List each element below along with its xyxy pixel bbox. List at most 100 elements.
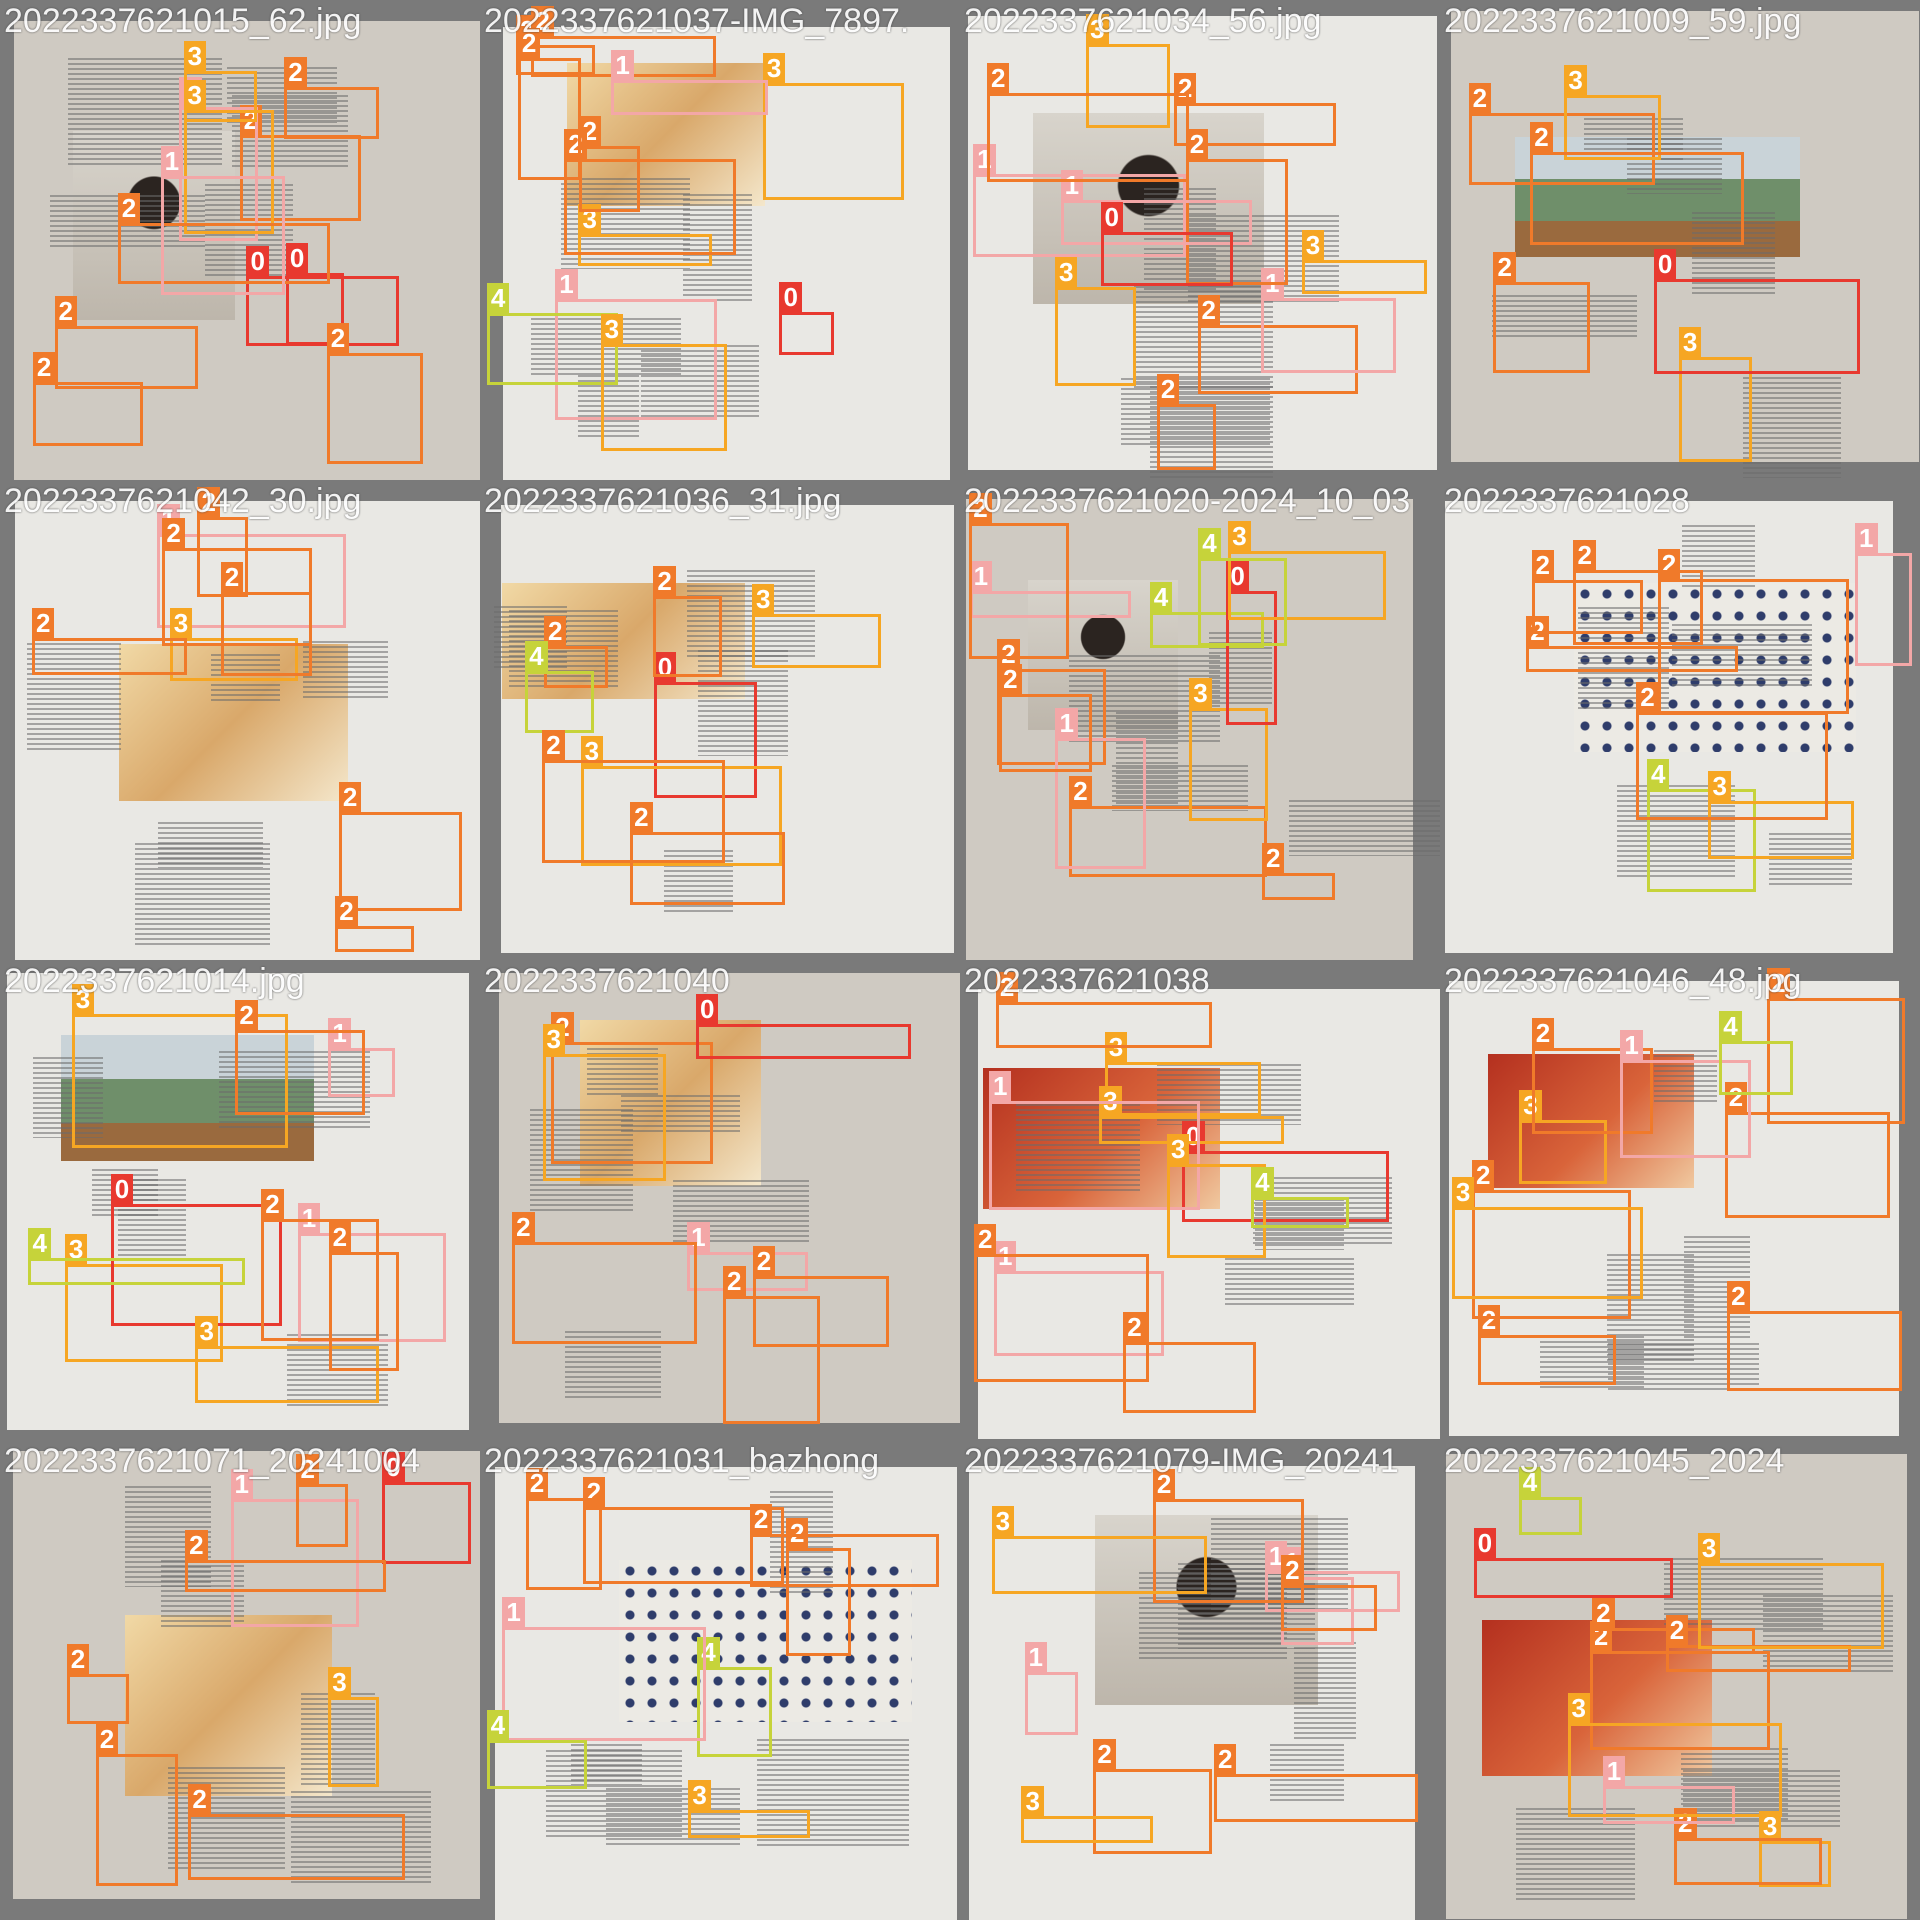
class-label: 2 [997, 639, 1020, 670]
class-label: 0 [1100, 202, 1123, 233]
class-label: 2 [1727, 1280, 1750, 1311]
detection-box-class-2: 2 [1281, 1555, 1378, 1632]
text-block [683, 194, 753, 304]
detection-box-class-3: 3 [183, 80, 275, 234]
class-label: 1 [230, 1469, 253, 1500]
class-label: 2 [1636, 682, 1659, 713]
class-label: 1 [611, 49, 634, 80]
class-label: 3 [688, 1780, 711, 1811]
text-block [1252, 1176, 1393, 1247]
text-block [1682, 525, 1756, 588]
detection-box-class-3: 3 [1301, 230, 1427, 295]
detection-box-class-4: 4 [1149, 581, 1265, 648]
text-block [578, 374, 639, 440]
detection-box-class-2: 2 [1665, 1614, 1851, 1673]
detection-box-class-1: 1 [160, 146, 286, 295]
class-label: 1 [297, 1203, 321, 1234]
detection-box-class-1: 1 [1602, 1756, 1736, 1824]
text-block [529, 1108, 633, 1212]
class-label: 3 [578, 204, 601, 235]
class-label: 4 [525, 641, 548, 672]
detection-box-class-3: 3 [1564, 65, 1662, 161]
tile-filename: 2022337621038 [964, 962, 1210, 1000]
detection-box-class-2: 2 [512, 1211, 698, 1344]
detection-box-class-3: 3 [1567, 1693, 1783, 1818]
text-block [300, 1692, 375, 1786]
text-block [1607, 1342, 1760, 1391]
tile-filename: 2022337621031_bazhong [484, 1442, 880, 1480]
detection-box-class-2: 2 [974, 1223, 1149, 1383]
detection-box-class-4: 4 [1198, 527, 1287, 646]
text-block [1762, 1595, 1894, 1675]
class-label: 3 [1301, 230, 1325, 261]
text-block [1288, 799, 1440, 856]
detection-box-class-3: 3 [751, 584, 881, 668]
detection-box-class-1: 1 [1620, 1029, 1752, 1158]
class-label: 4 [486, 283, 510, 314]
text-block [586, 1043, 659, 1096]
detection-box-class-0: 0 [1653, 249, 1861, 374]
class-label: 2 [1531, 1018, 1555, 1049]
detection-box-class-0: 0 [779, 281, 834, 355]
class-label: 3 [1086, 13, 1109, 44]
detection-box-class-2: 2 [1123, 1311, 1257, 1414]
class-label: 0 [285, 243, 309, 274]
class-label: 1 [988, 1070, 1012, 1101]
class-label: 2 [1493, 252, 1516, 283]
class-label: 3 [580, 736, 604, 767]
detection-box-class-0: 0 [695, 993, 912, 1059]
detection-box-class-3: 3 [580, 736, 783, 867]
class-label: 2 [1573, 540, 1596, 571]
detection-box-class-2: 2 [326, 323, 423, 464]
text-block [158, 822, 263, 869]
class-label: 2 [1767, 968, 1790, 999]
class-label: 3 [1054, 257, 1078, 288]
class-label: 4 [28, 1228, 51, 1259]
text-block [287, 1333, 388, 1409]
class-label: 2 [1214, 1743, 1237, 1774]
text-block [756, 1738, 909, 1846]
class-label: 2 [66, 1643, 90, 1674]
class-label: 1 [1055, 708, 1078, 739]
detection-box-class-2: 2 [995, 971, 1212, 1048]
detection-box-class-2: 2 [54, 296, 198, 389]
detection-box-class-2: 2 [185, 1530, 386, 1592]
class-label: 2 [1093, 1738, 1116, 1769]
detection-box-class-2: 2 [1214, 1743, 1419, 1822]
detection-box-class-2: 2 [630, 801, 785, 906]
class-label: 2 [749, 1504, 773, 1535]
class-label: 2 [185, 1530, 208, 1561]
detection-box-class-3: 3 [578, 204, 713, 267]
text-block [621, 1094, 741, 1136]
detection-box-class-3: 3 [1086, 13, 1171, 128]
detection-box-class-2: 2 [338, 781, 463, 912]
class-label: 2 [723, 1265, 746, 1296]
detection-box-class-3: 3 [1054, 257, 1137, 386]
detection-box-class-2: 2 [542, 730, 725, 863]
text-block [1270, 1743, 1345, 1801]
class-label: 1 [160, 146, 184, 177]
detection-box-class-3: 3 [688, 1780, 810, 1838]
tile-filename: 2022337621015_62.jpg [4, 2, 362, 40]
detection-box-class-2: 2 [1724, 1082, 1891, 1218]
class-label: 0 [1653, 249, 1677, 280]
detection-box-class-2: 2 [1197, 294, 1359, 394]
class-label: 1 [502, 1596, 525, 1627]
mosaic-tile: 132222222022337621042_30.jpg [0, 480, 480, 960]
detection-box-class-2: 2 [1727, 1280, 1903, 1391]
class-label: 2 [1592, 1598, 1615, 1629]
detection-box-class-1: 1 [1855, 523, 1913, 666]
tile-filename: 2022337621045_2024 [1444, 1442, 1785, 1480]
tile-filename: 2022337621037-IMG_7897. [484, 2, 910, 40]
detection-box-class-0: 0 [246, 246, 399, 347]
detection-box-class-2: 2 [235, 999, 366, 1115]
detection-box-class-2: 2 [1468, 83, 1656, 185]
class-label: 2 [1152, 1468, 1176, 1499]
detection-box-class-2: 2 [1573, 540, 1704, 645]
detection-box-class-1: 1 [1024, 1641, 1078, 1736]
